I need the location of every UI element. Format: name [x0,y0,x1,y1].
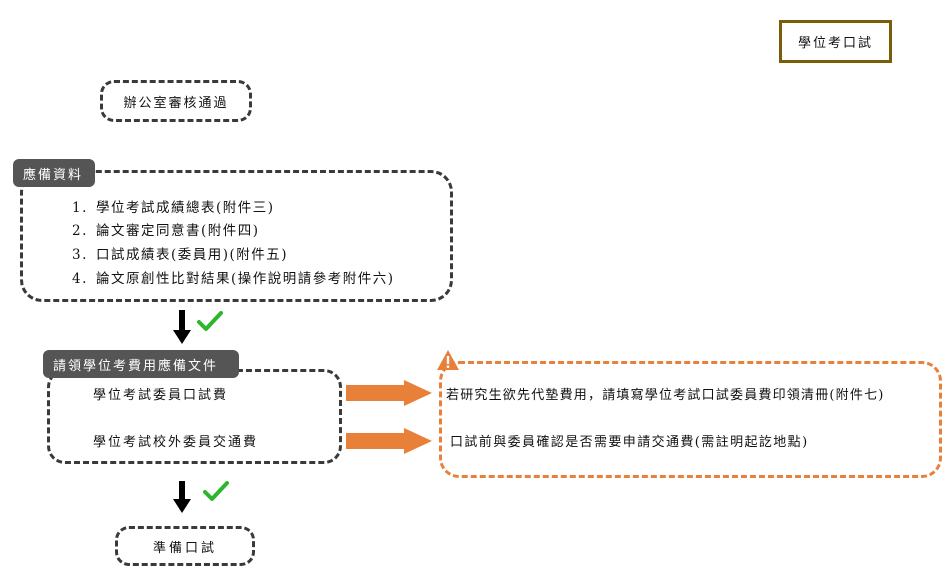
required-doc-item: 2.論文審定同意書(附件四) [72,223,260,239]
fee-docs-header-label: 請領學位考費用應備文件 [53,358,219,374]
notes-box [439,361,942,478]
fee-doc-item: 學位考試校外委員交通費 [93,435,259,450]
required-docs-header: 應備資料 [13,159,95,187]
prepare-exam-label: 準備口試 [152,540,217,556]
title-label: 學位考口試 [797,36,873,51]
required-docs-box [20,170,453,302]
required-doc-item: 3.口試成績表(委員用)(附件五) [72,247,289,263]
fee-doc-item: 學位考試委員口試費 [93,388,229,403]
fee-docs-header: 請領學位考費用應備文件 [43,350,239,378]
down-arrow-icon [173,481,191,513]
note-item: 口試前與委員確認是否需要申請交通費(需註明起訖地點) [450,435,809,450]
office-approval-box: 辦公室審核通過 [100,80,252,122]
right-arrow-icon [346,428,432,454]
required-doc-item: 1.學位考試成績總表(附件三) [72,200,275,216]
right-arrow-icon [346,380,432,406]
warning-icon [437,350,459,370]
check-icon [203,481,229,501]
office-approval-label: 辦公室審核通過 [123,95,229,111]
title-box: 學位考口試 [779,20,892,63]
check-icon [197,311,223,331]
required-doc-item: 4.論文原創性比對結果(操作說明請參考附件六) [72,271,395,287]
down-arrow-icon [173,310,191,344]
required-docs-header-label: 應備資料 [23,167,84,183]
note-item: 若研究生欲先代墊費用，請填寫學位考試口試委員費印領清冊(附件七) [446,388,885,403]
prepare-exam-box: 準備口試 [115,526,255,566]
